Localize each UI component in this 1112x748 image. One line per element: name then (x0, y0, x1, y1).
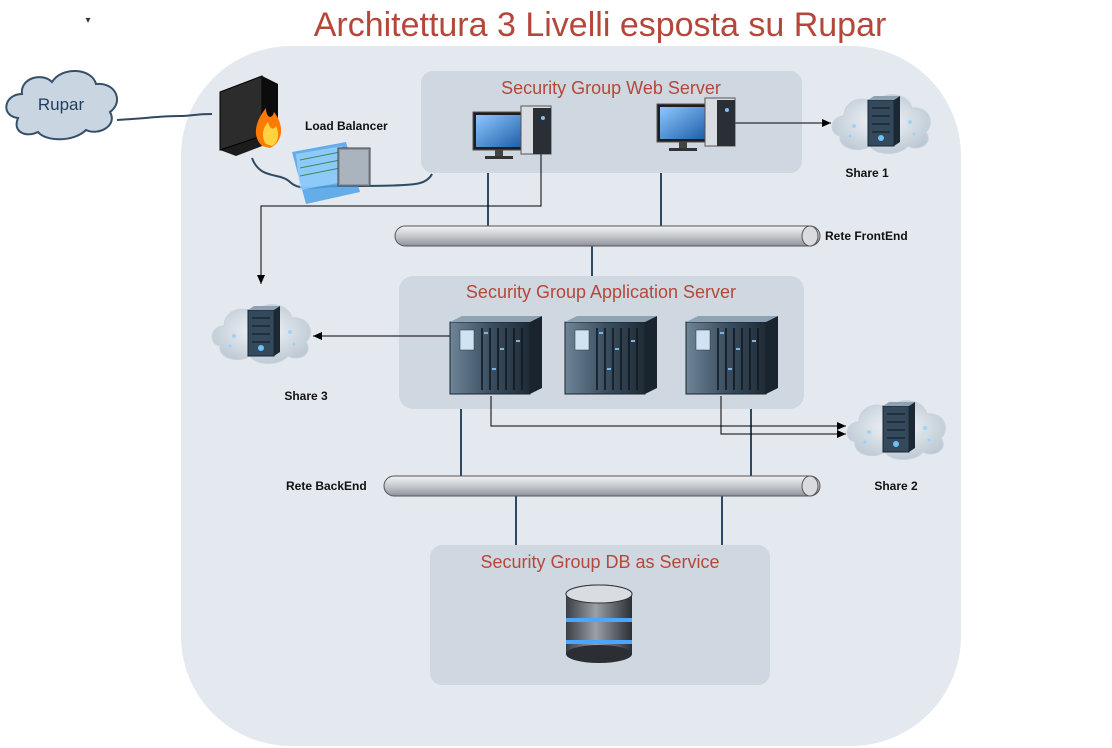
rupar-cloud (5, 69, 118, 141)
app-server-1-icon (449, 315, 543, 395)
collapse-chevron-icon[interactable]: ▾ (85, 15, 90, 26)
share2-label: Share 2 (874, 479, 918, 493)
share-arrows (257, 119, 846, 438)
backend-network-pipe (383, 475, 821, 497)
load-balancer-icon (292, 142, 371, 204)
load-balancer-label: Load Balancer (305, 119, 388, 133)
diagram-title: Architettura 3 Livelli esposta su Rupar (314, 6, 887, 44)
app-server-3-icon (685, 315, 779, 395)
share3-label: Share 3 (284, 389, 328, 403)
security-group-web-title: Security Group Web Server (501, 78, 721, 98)
app-server-2-icon (564, 315, 658, 395)
security-group-app-title: Security Group Application Server (466, 282, 736, 302)
firewall-icon (219, 75, 282, 156)
share1-label: Share 1 (845, 166, 889, 180)
network-connectors (116, 113, 752, 545)
backend-network-label: Rete BackEnd (286, 479, 367, 493)
rupar-label: Rupar (38, 95, 85, 114)
database-icon (565, 584, 633, 663)
security-group-db-title: Security Group DB as Service (480, 552, 719, 572)
frontend-network-label: Rete FrontEnd (825, 229, 908, 243)
frontend-network-pipe (394, 225, 821, 247)
